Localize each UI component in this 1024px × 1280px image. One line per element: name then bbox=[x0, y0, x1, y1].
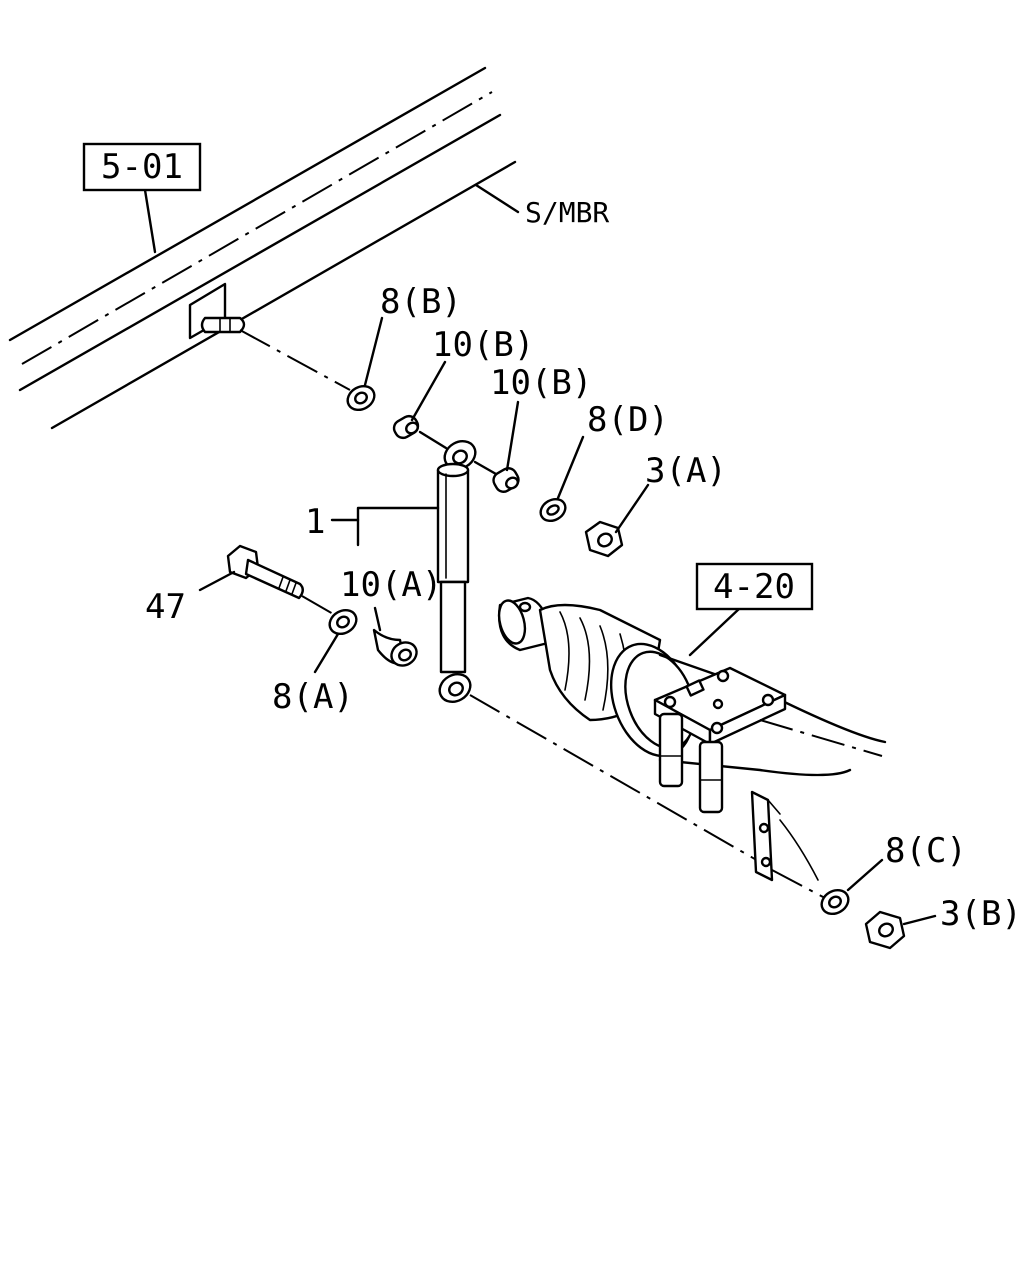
washer-8b-label: 8(B) bbox=[380, 282, 462, 322]
washer-8b bbox=[346, 384, 376, 412]
nut-3a bbox=[584, 520, 624, 558]
bolt-47 bbox=[226, 544, 304, 600]
frame-side-member bbox=[8, 66, 517, 430]
washer-8d-label: 8(D) bbox=[587, 400, 669, 440]
washer-8c bbox=[820, 888, 850, 916]
nut-3b-label: 3(B) bbox=[940, 894, 1022, 934]
bushing-10a-label: 10(A) bbox=[340, 565, 442, 605]
side-member-leader bbox=[474, 183, 520, 214]
axle-ref-leader bbox=[688, 606, 742, 657]
frame-ref-box: 5-01 bbox=[82, 142, 202, 192]
frame-ref-leader bbox=[143, 188, 157, 254]
bushing-10b-1-label: 10(B) bbox=[432, 325, 534, 365]
bushing-10b-1 bbox=[392, 414, 420, 440]
side-member-label: S/MBR bbox=[525, 196, 609, 229]
bushing-10b-2-label: 10(B) bbox=[490, 363, 592, 403]
lower-shock-bracket bbox=[750, 790, 819, 882]
washer-8a-label: 8(A) bbox=[272, 677, 354, 717]
bolt-47-label: 47 bbox=[145, 587, 186, 627]
bushing-10a bbox=[372, 628, 418, 667]
shock-absorber-label: 1 bbox=[305, 502, 325, 542]
washer-8a bbox=[328, 608, 358, 636]
nut-3b bbox=[864, 910, 906, 950]
axle-ref-label: 4-20 bbox=[713, 567, 795, 607]
shock-absorber bbox=[436, 439, 477, 704]
axle-housing bbox=[497, 596, 887, 814]
washer-8d bbox=[539, 497, 567, 523]
axle-ref-box: 4-20 bbox=[695, 562, 814, 611]
bushing-10b-2 bbox=[492, 467, 520, 493]
frame-ref-label: 5-01 bbox=[101, 147, 183, 187]
upper-mount-bracket bbox=[188, 282, 246, 340]
shock-absorber-leader bbox=[356, 506, 440, 547]
nut-3a-label: 3(A) bbox=[645, 451, 727, 491]
washer-8c-label: 8(C) bbox=[885, 831, 967, 871]
